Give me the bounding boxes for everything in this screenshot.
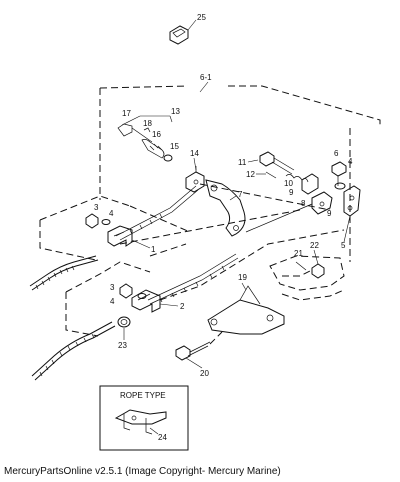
callout-8: 8 [301,199,306,208]
part-3-screw-lower[interactable] [119,283,133,299]
copyright-footer: MercuryPartsOnline v2.5.1 (Image Copyrig… [4,466,281,477]
part-5-link[interactable] [343,185,361,217]
callout-9-lower: 9 [327,209,332,218]
part-12-pin[interactable] [265,171,277,179]
part-6-screw[interactable] [331,161,347,186]
part-23-grommet[interactable] [117,316,131,328]
callout-23: 23 [118,341,127,350]
rope-type-inset [99,385,189,451]
callout-24: 24 [158,433,167,442]
callout-16: 16 [152,130,161,139]
part-4-washer-lower[interactable] [137,293,147,299]
group-label: 6-1 [200,73,212,82]
part-11-screw[interactable] [259,151,295,175]
callout-20: 20 [200,369,209,378]
upper-throttle-cable[interactable] [29,185,199,291]
part-9-link-upper[interactable] [301,173,319,195]
cable-centerline [119,183,331,245]
callout-4-lower: 4 [110,297,115,306]
part-10-spring[interactable] [285,174,309,183]
part-22-nut[interactable] [311,263,325,279]
callout-21: 21 [294,249,303,258]
part-21-screw[interactable] [295,261,307,271]
part-3-screw-upper[interactable] [85,213,99,229]
callout-3-upper: 3 [94,203,99,212]
callout-22: 22 [310,241,319,250]
part-4-washer-upper[interactable] [101,219,111,225]
group-6-1-outline [99,85,381,262]
callout-5: 5 [341,241,346,250]
callout-15: 15 [170,142,179,151]
callout-9-upper: 9 [289,188,294,197]
part-8-link-rod[interactable] [245,191,333,233]
callout-4-upper: 4 [109,209,114,218]
part-4-washer-right[interactable] [334,182,346,190]
lower-shift-cable[interactable] [31,253,239,381]
part-2-bracket[interactable] [131,289,161,313]
callout-13: 13 [171,107,180,116]
callout-1: 1 [151,245,156,254]
bolt-20-axis [209,331,223,345]
callout-25: 25 [197,13,206,22]
part-19-mount-bracket[interactable] [207,285,285,335]
engine-mount-sketch [269,255,345,301]
callout-3-lower: 3 [110,283,115,292]
part-20-bolt[interactable] [175,341,211,361]
callout-19: 19 [238,273,247,282]
inset-caption: ROPE TYPE [120,391,166,400]
callout-10: 10 [284,179,293,188]
callout-2: 2 [180,302,185,311]
part-25-clip[interactable] [169,25,189,45]
callout-6: 6 [334,149,339,158]
callout-11: 11 [238,158,247,167]
part-14-clevis[interactable] [185,166,205,193]
callout-18: 18 [143,119,152,128]
part-7-throttle-lever[interactable] [205,179,246,237]
callout-7: 7 [238,190,243,199]
part-13-pin-assembly[interactable] [117,123,173,162]
callout-12: 12 [246,170,255,179]
callout-4-right: 4 [348,157,353,166]
part-1-bracket[interactable] [107,225,133,247]
part-24-rope-bracket[interactable] [114,409,167,435]
callout-17: 17 [122,109,131,118]
callout-14: 14 [190,149,199,158]
lower-cable-outline [65,229,345,337]
